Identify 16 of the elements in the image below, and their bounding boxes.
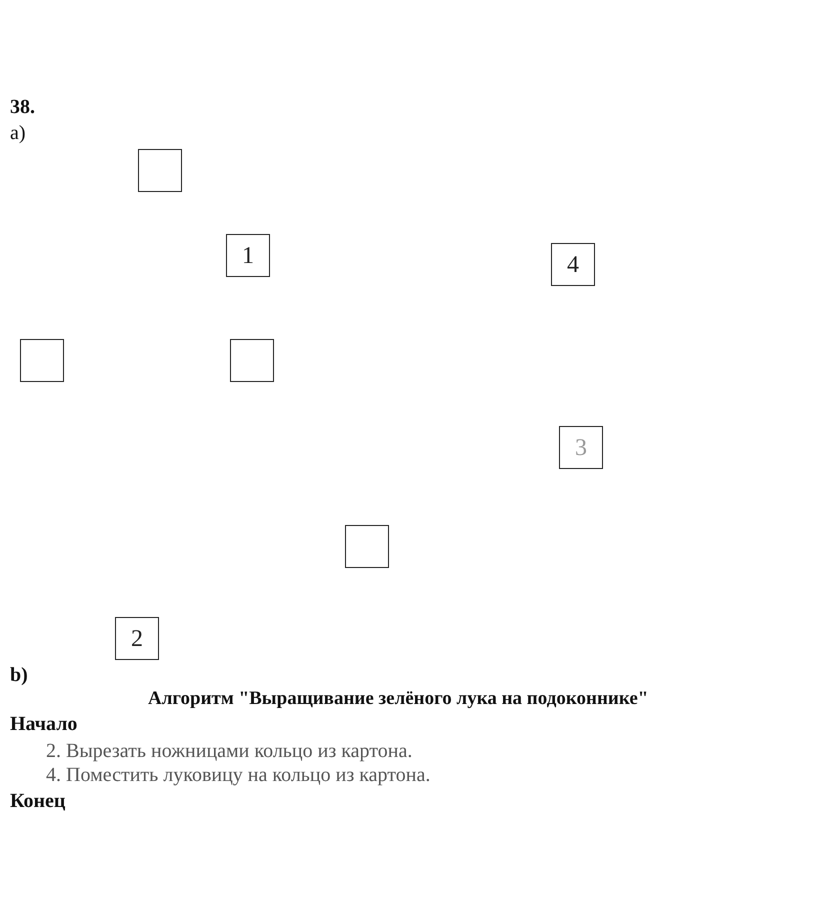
step-text: 2. Вырезать ножницами кольцо из картона.	[46, 740, 412, 763]
numbered-box: 4	[551, 243, 595, 286]
numbered-box: 1	[226, 234, 270, 277]
step-text: 4. Поместить луковицу на кольцо из картона.	[46, 764, 430, 787]
algorithm-title: Алгоритм "Выращивание зелёного лука на подоконнике"	[148, 688, 648, 710]
empty-answer-box	[138, 149, 182, 192]
numbered-box: 3	[559, 426, 603, 469]
empty-answer-box	[20, 339, 64, 382]
empty-answer-box	[345, 525, 389, 568]
section-label: b)	[10, 664, 28, 687]
section-label: Конец	[10, 790, 66, 813]
section-label: 38.	[10, 96, 35, 119]
section-label: Начало	[10, 713, 78, 736]
empty-answer-box	[230, 339, 274, 382]
numbered-box: 2	[115, 617, 159, 660]
part-label: а)	[10, 122, 26, 145]
